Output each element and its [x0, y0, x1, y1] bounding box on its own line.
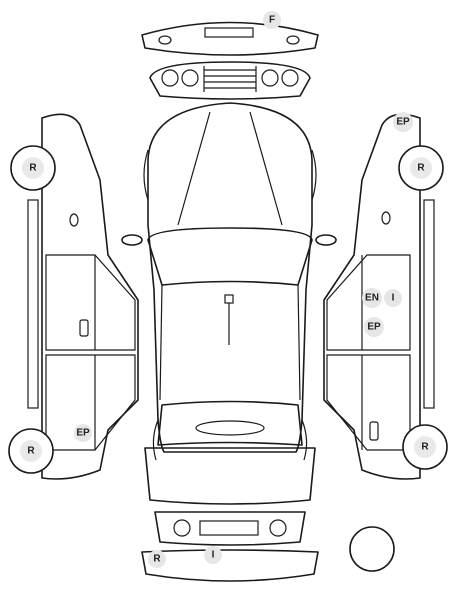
marker-right-en-label: EN: [365, 293, 379, 304]
wheel-right-front[interactable]: R: [398, 145, 444, 191]
rear-lights-view[interactable]: [154, 511, 306, 546]
marker-right-i-label: I: [392, 293, 395, 304]
marker-rear-i-label: I: [212, 550, 215, 561]
car-top-view[interactable]: [121, 102, 337, 461]
marker-front-label: F: [269, 15, 275, 26]
marker-rear-r[interactable]: R: [148, 550, 166, 568]
marker-right-i[interactable]: I: [384, 289, 402, 307]
wheel-left-rear-label: R: [27, 446, 35, 457]
marker-left-ep[interactable]: EP: [74, 424, 92, 442]
wheel-left-rear[interactable]: R: [8, 428, 54, 474]
wheel-right-front-label: R: [417, 163, 425, 174]
marker-right-ep-mid-label: EP: [367, 322, 381, 333]
wheel-left-front[interactable]: R: [10, 145, 56, 191]
marker-right-ep-top-label: EP: [396, 117, 410, 128]
wheel-right-rear-label: R: [421, 442, 429, 453]
rear-bumper-view[interactable]: [141, 549, 319, 582]
marker-right-en[interactable]: EN: [362, 288, 382, 308]
marker-rear-r-label: R: [153, 554, 161, 565]
rear-trunk-view[interactable]: [144, 447, 316, 505]
front-grille-view[interactable]: [149, 61, 311, 100]
marker-left-ep-label: EP: [76, 428, 90, 439]
marker-rear-i[interactable]: I: [204, 546, 222, 564]
spare-tire[interactable]: [349, 526, 395, 572]
wheel-right-rear[interactable]: R: [402, 424, 448, 470]
wheel-left-front-label: R: [29, 163, 37, 174]
marker-right-ep-mid[interactable]: EP: [364, 317, 384, 337]
front-bumper-view[interactable]: [141, 21, 319, 56]
marker-right-ep-top[interactable]: EP: [393, 112, 413, 132]
marker-front[interactable]: F: [263, 11, 281, 29]
